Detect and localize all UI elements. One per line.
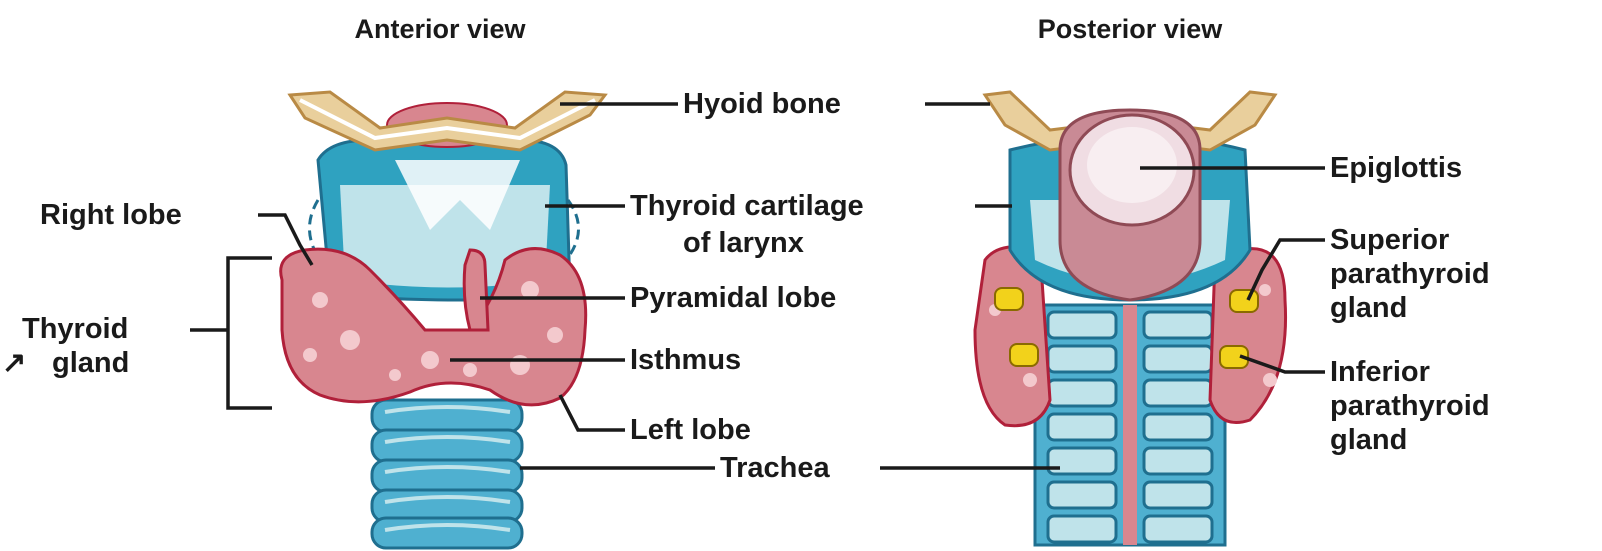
anterior-view-illustration [281, 92, 605, 548]
label-right-lobe: Right lobe [40, 199, 182, 231]
anterior-view-title: Anterior view [354, 14, 526, 44]
label-inferior-parathyroid-line2: parathyroid [1330, 390, 1490, 422]
label-epiglottis: Epiglottis [1330, 152, 1462, 184]
posterior-view-illustration [975, 92, 1286, 545]
label-thyroid-gland-line1: Thyroid [22, 313, 128, 345]
posterior-epiglottis [1060, 110, 1200, 300]
label-inferior-parathyroid-line1: Inferior [1330, 356, 1430, 388]
label-superior-parathyroid-line1: Superior [1330, 224, 1449, 256]
label-left-lobe: Left lobe [630, 414, 751, 446]
label-inferior-parathyroid-line3: gland [1330, 424, 1407, 456]
label-thyroid-gland-line2: gland [52, 347, 129, 379]
label-thyroid-cartilage-line2: of larynx [683, 227, 804, 259]
label-thyroid-gland-arrow-icon: ↗ [2, 347, 26, 379]
label-superior-parathyroid-line3: gland [1330, 292, 1407, 324]
label-hyoid-bone: Hyoid bone [683, 88, 841, 120]
anterior-trachea [372, 400, 522, 548]
label-pyramidal-lobe: Pyramidal lobe [630, 282, 836, 314]
posterior-view-title: Posterior view [1038, 14, 1224, 44]
label-superior-parathyroid-line2: parathyroid [1330, 258, 1490, 290]
label-isthmus: Isthmus [630, 344, 741, 376]
anterior-hyoid-bone [290, 92, 605, 150]
label-trachea: Trachea [720, 452, 830, 484]
posterior-trachea [1035, 305, 1225, 545]
label-thyroid-cartilage-line1: Thyroid cartilage [630, 190, 864, 222]
